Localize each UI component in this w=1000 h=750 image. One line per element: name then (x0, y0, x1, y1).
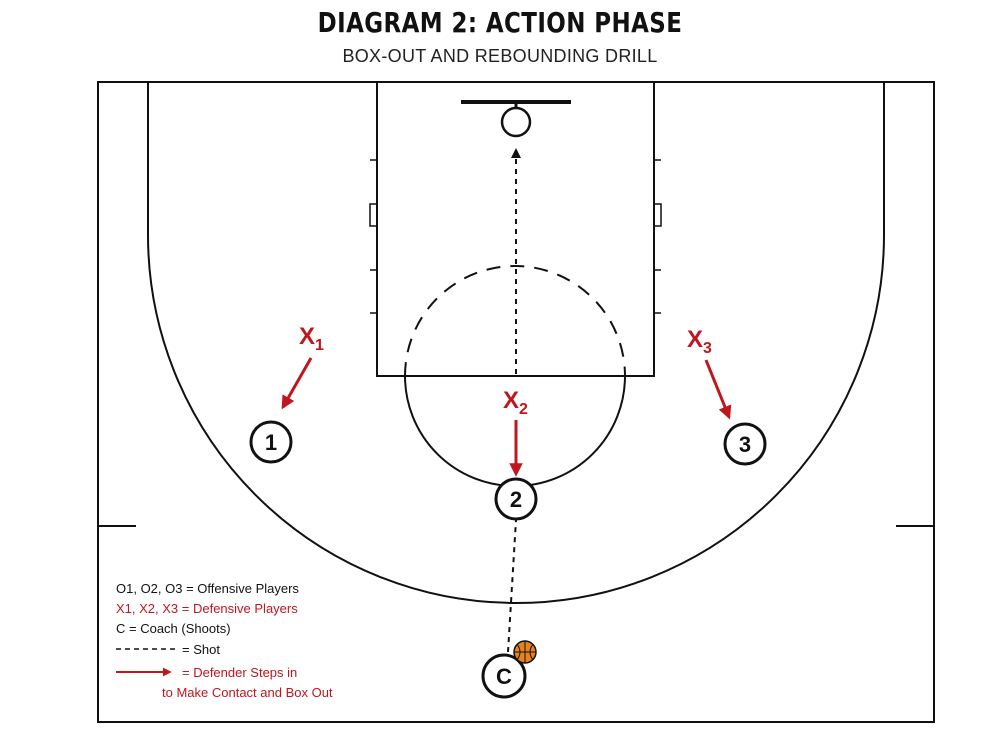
lane (376, 81, 655, 377)
defender-x3: X3 (687, 326, 712, 357)
legend-step-line2: to Make Contact and Box Out (162, 685, 333, 700)
free-throw-circle-dashed (404, 265, 626, 377)
hoop-icon (461, 100, 571, 138)
x3-arrow (704, 359, 732, 420)
legend-defense: X1, X2, X3 = Defensive Players (116, 601, 298, 616)
defender-x1: X1 (299, 323, 324, 354)
diagram-subtitle: BOX-OUT AND REBOUNDING DRILL (342, 46, 658, 66)
defender-x3-letter: X (687, 326, 703, 353)
player-2-label: 2 (510, 487, 522, 512)
defender-x2-letter: X (503, 387, 519, 414)
offensive-player-3: 3 (723, 422, 767, 466)
player-1-label: 1 (265, 430, 277, 455)
defender-x2-sub: 2 (519, 401, 528, 418)
offensive-player-2: 2 (494, 477, 538, 521)
defender-x2: X2 (503, 387, 528, 418)
coach: C (481, 653, 527, 699)
offensive-player-1: 1 (249, 420, 293, 464)
coach-label: C (496, 664, 512, 689)
defender-x1-letter: X (299, 323, 315, 350)
legend-coach: C = Coach (Shoots) (116, 621, 231, 636)
defender-x3-sub: 3 (703, 340, 712, 357)
player-3-label: 3 (739, 432, 751, 457)
legend-step-line1: = Defender Steps in (182, 665, 297, 680)
legend-shot: = Shot (182, 642, 220, 657)
defender-x1-sub: 1 (315, 337, 324, 354)
lane-marks-left (369, 159, 378, 314)
shot-path-from-coach (507, 519, 517, 653)
legend: O1, O2, O3 = Offensive Players X1, X2, X… (116, 581, 333, 700)
x1-arrow (281, 357, 313, 410)
lane-marks-right (653, 159, 662, 314)
three-point-line (147, 82, 885, 604)
legend-offense: O1, O2, O3 = Offensive Players (116, 581, 299, 596)
diagram-title: DIAGRAM 2: ACTION PHASE (317, 6, 683, 39)
basketball-icon (513, 640, 537, 664)
